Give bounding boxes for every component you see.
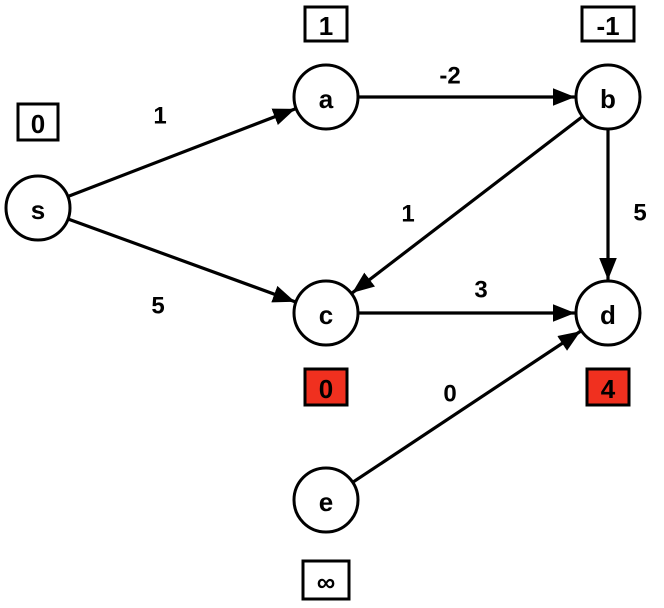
node-label: a [319,84,334,114]
node-label: d [600,300,616,330]
distance-badge-a: 1 [303,5,349,43]
node-label: c [319,300,333,330]
node-circle [292,63,360,131]
edge-weight-label: 5 [151,293,164,320]
distance-box [303,367,349,407]
distance-badge-e: ∞ [301,559,351,601]
edge-b-d: 5 [599,129,647,280]
node-b[interactable]: b [574,63,642,131]
edge-weight-label: 3 [474,277,487,304]
edge-weight-label: 1 [153,103,166,130]
edge-line [67,217,296,304]
distance-value: 4 [601,374,616,404]
edge-line [351,115,584,295]
node-circle [574,279,642,347]
node-label: e [319,487,333,517]
node-circle [4,174,72,242]
node-label: s [31,195,45,225]
edge-weight-label: 0 [443,381,456,408]
distance-box [16,102,60,142]
distance-badge-c: 0 [303,367,349,407]
distance-value: 1 [319,11,333,41]
node-e[interactable]: e [292,466,360,534]
distance-value: ∞ [317,567,336,597]
distance-badge-b: -1 [580,5,636,43]
node-circle [292,466,360,534]
node-circle [292,279,360,347]
edge-s-c: 5 [67,217,296,320]
edge-e-d: 0 [351,329,582,484]
edge-s-a: 1 [67,103,296,198]
distance-badge-s: 0 [16,102,60,142]
edge-line [351,329,582,484]
distance-box [301,559,351,601]
distance-value: -1 [596,11,619,41]
distance-value: 0 [319,374,333,404]
edge-a-b: -2 [358,63,575,106]
distance-value: 0 [31,109,45,139]
node-d[interactable]: d [574,279,642,347]
edge-weight-label: 5 [633,200,646,227]
node-a[interactable]: a [292,63,360,131]
edge-weight-label: 1 [401,201,414,228]
edge-weight-label: -2 [439,63,460,90]
edge-b-c: 1 [351,115,584,295]
distance-box [580,5,636,43]
node-s[interactable]: s [4,174,72,242]
distance-box [585,367,631,407]
node-label: b [600,84,616,114]
node-c[interactable]: c [292,279,360,347]
distance-badge-d: 4 [585,367,631,407]
edge-line [67,107,296,198]
node-circle [574,63,642,131]
edge-c-d: 3 [358,277,575,322]
distance-box [303,5,349,43]
